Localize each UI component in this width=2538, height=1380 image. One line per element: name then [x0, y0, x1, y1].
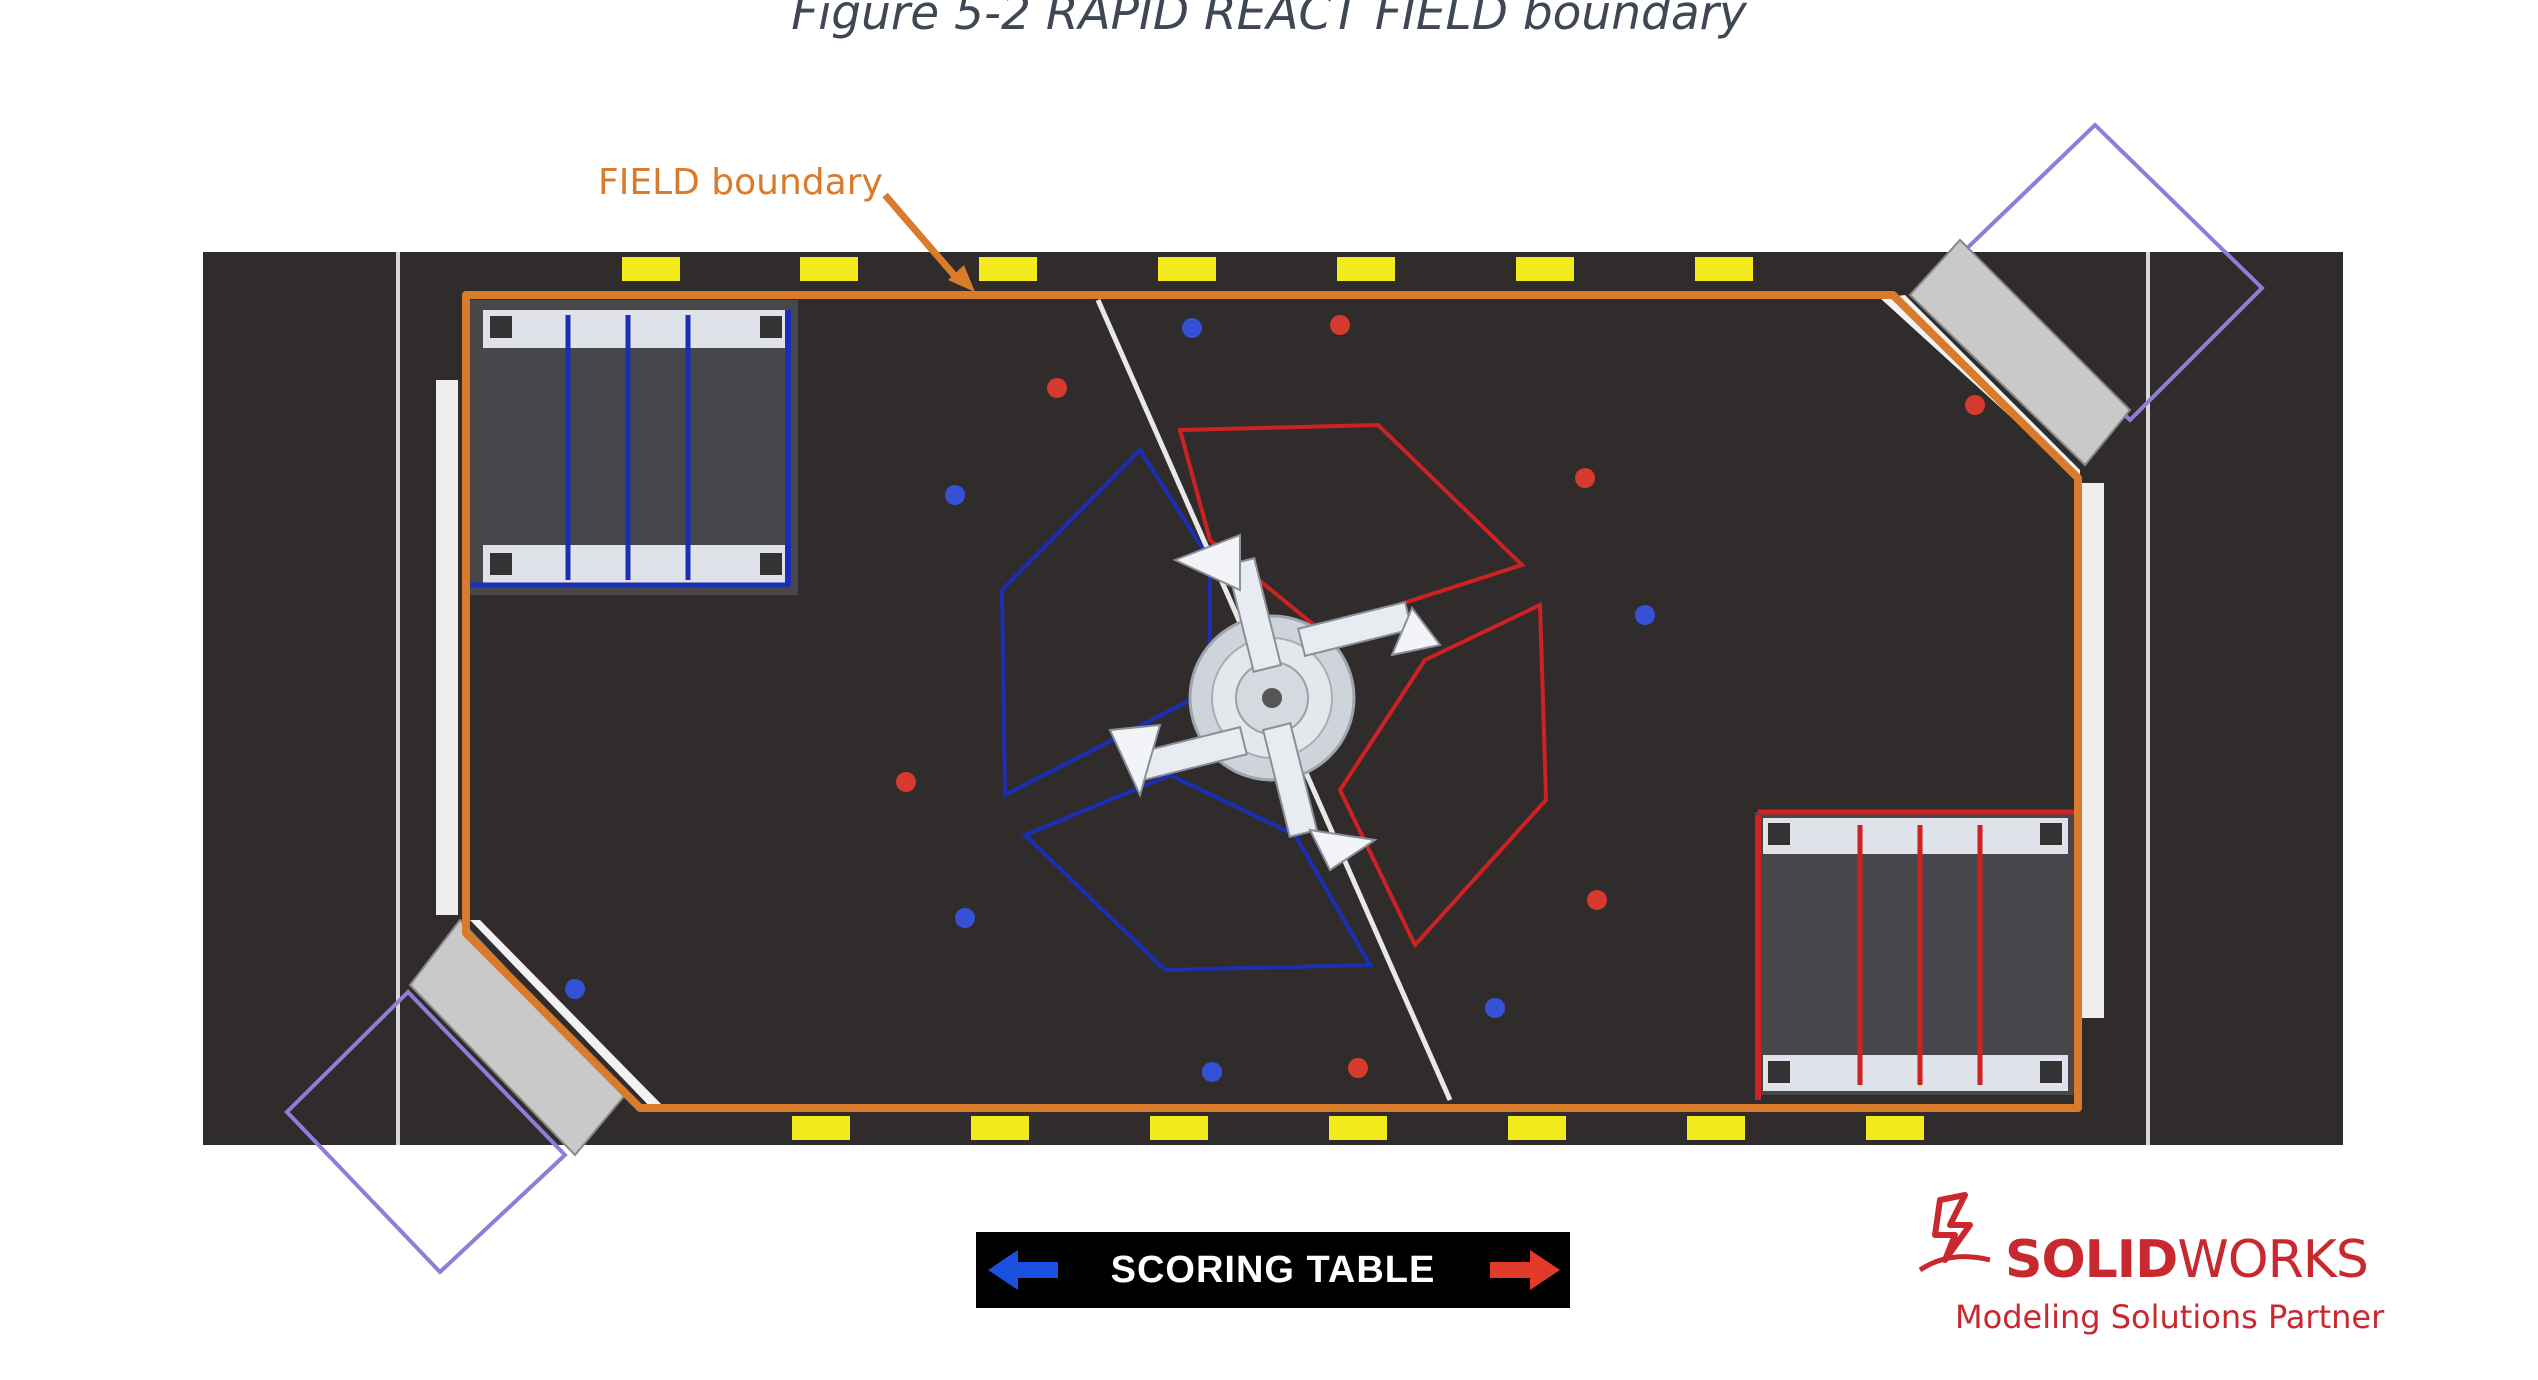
- scoring-table-label: SCORING TABLE: [976, 1232, 1570, 1308]
- yellow-signs-top: [622, 257, 1753, 281]
- right-driver-station: [2082, 483, 2104, 1018]
- logo-tagline: Modeling Solutions Partner: [1955, 1298, 2385, 1336]
- blue-tarmac-left: [999, 446, 1212, 799]
- solidworks-logo: SOLIDWORKS Modeling Solutions Partner: [1910, 1190, 2384, 1350]
- callout-label: FIELD boundary: [598, 162, 883, 203]
- red-hangar: [1755, 809, 2075, 1100]
- red-tarmac-right: [1337, 601, 1549, 949]
- cargo-red: [896, 315, 1985, 1078]
- hub: [1108, 533, 1442, 872]
- scoring-table-text: SCORING TABLE: [1110, 1248, 1436, 1291]
- cargo-blue: [565, 318, 1655, 1082]
- yellow-signs-bottom: [792, 1116, 1924, 1140]
- field-boundary: [462, 291, 2082, 1112]
- figure-caption: Figure 5-2 RAPID REACT FIELD boundary: [791, 0, 1747, 41]
- blue-tarmac-bottom: [1021, 772, 1374, 973]
- callout-arrowhead: [948, 265, 975, 292]
- logo-wordmark: SOLIDWORKS: [2005, 1230, 2369, 1290]
- arrow-left-icon: [988, 1250, 1058, 1290]
- callout-arrow-shaft: [882, 192, 963, 285]
- left-driver-station: [436, 380, 458, 915]
- ds-logo-icon: [1918, 1192, 1991, 1273]
- arrow-right-icon: [1490, 1250, 1560, 1290]
- red-tarmac-top: [1177, 422, 1526, 633]
- blue-hangar: [468, 300, 798, 595]
